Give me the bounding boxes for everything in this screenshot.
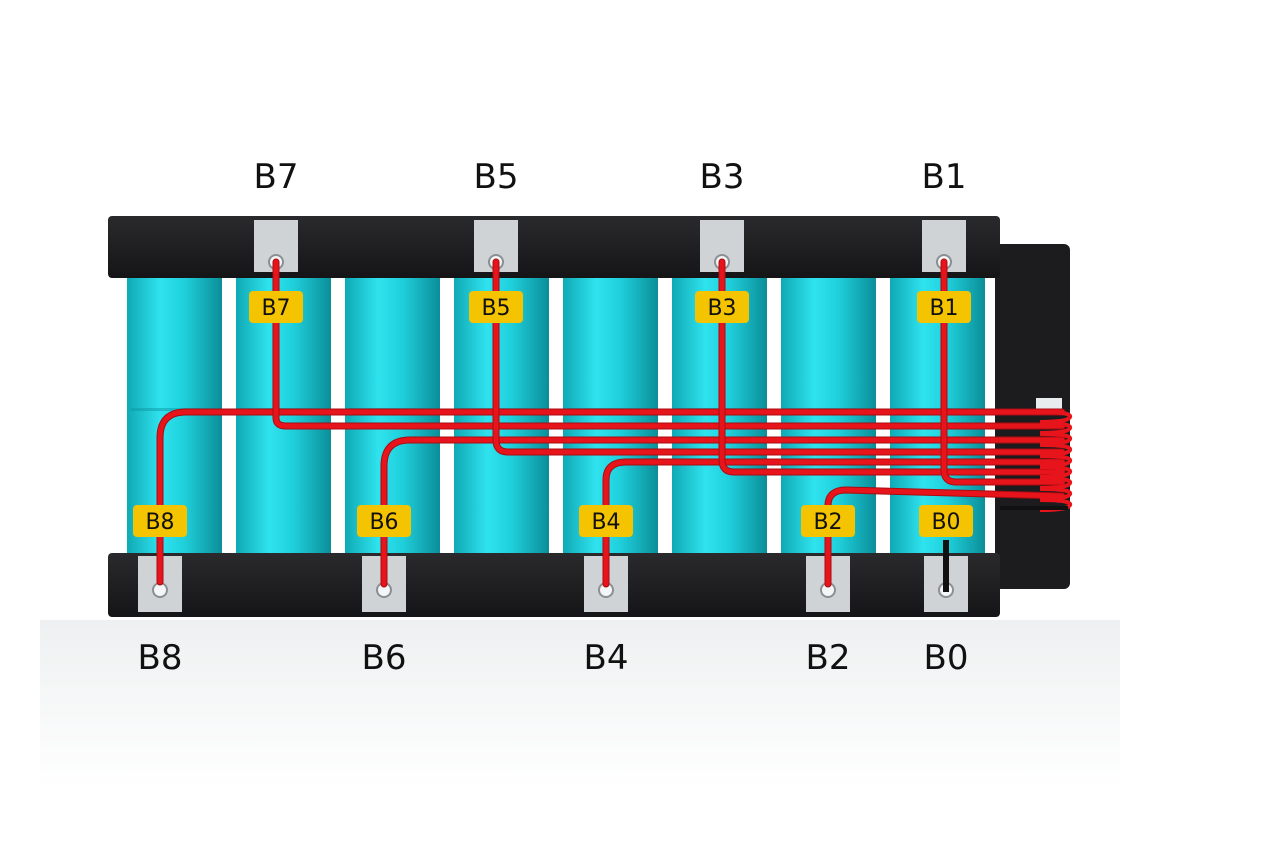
bottom-terminal-label: B8	[138, 638, 183, 678]
tag-label: B2	[813, 510, 842, 535]
wire-coil	[1000, 410, 1073, 512]
terminal-tag: B6	[357, 505, 411, 537]
terminal-tag: B2	[801, 505, 855, 537]
bms-board	[995, 244, 1070, 589]
top-terminal-label: B1	[922, 157, 967, 197]
balance-wire	[941, 259, 1065, 485]
tag-background	[249, 291, 303, 323]
tag-background	[579, 505, 633, 537]
tag-label: B0	[931, 510, 960, 535]
tag-background	[469, 291, 523, 323]
top-terminal-label: B7	[254, 157, 299, 197]
bottom-terminal-label: B2	[806, 638, 851, 678]
tag-background	[695, 291, 749, 323]
terminal-tag: B0	[919, 505, 973, 537]
balance-wire	[273, 259, 1065, 429]
tag-label: B8	[145, 510, 174, 535]
balance-wire	[381, 437, 1065, 587]
balance-wire	[493, 259, 1065, 455]
tag-background	[133, 505, 187, 537]
top-terminal-label: B3	[700, 157, 745, 197]
top-holder	[108, 216, 1000, 278]
balance-wire	[603, 459, 1065, 587]
tag-label: B4	[591, 510, 620, 535]
terminal-tag: B8	[133, 505, 187, 537]
balance-wires	[156, 258, 1066, 588]
tag-label: B3	[707, 296, 736, 321]
floor-reflection	[40, 620, 1120, 790]
bottom-terminal-label: B6	[362, 638, 407, 678]
tag-label: B1	[929, 296, 958, 321]
tag-background	[919, 505, 973, 537]
balance-wire	[157, 409, 1065, 585]
tag-label: B5	[481, 296, 510, 321]
bottom-holder	[108, 553, 1000, 617]
tag-background	[917, 291, 971, 323]
terminal-tag: B3	[695, 291, 749, 323]
tag-label: B7	[261, 296, 290, 321]
cell-seam	[131, 408, 218, 411]
terminal-tag: B7	[249, 291, 303, 323]
tag-label: B6	[369, 510, 398, 535]
bottom-terminal-label: B0	[924, 638, 969, 678]
tag-background	[357, 505, 411, 537]
top-terminal-label: B5	[474, 157, 519, 197]
tag-background	[801, 505, 855, 537]
terminal-tag: B4	[579, 505, 633, 537]
terminal-tag: B5	[469, 291, 523, 323]
bottom-terminal-label: B4	[584, 638, 629, 678]
terminal-tag: B1	[917, 291, 971, 323]
balance-wire	[719, 259, 1065, 475]
